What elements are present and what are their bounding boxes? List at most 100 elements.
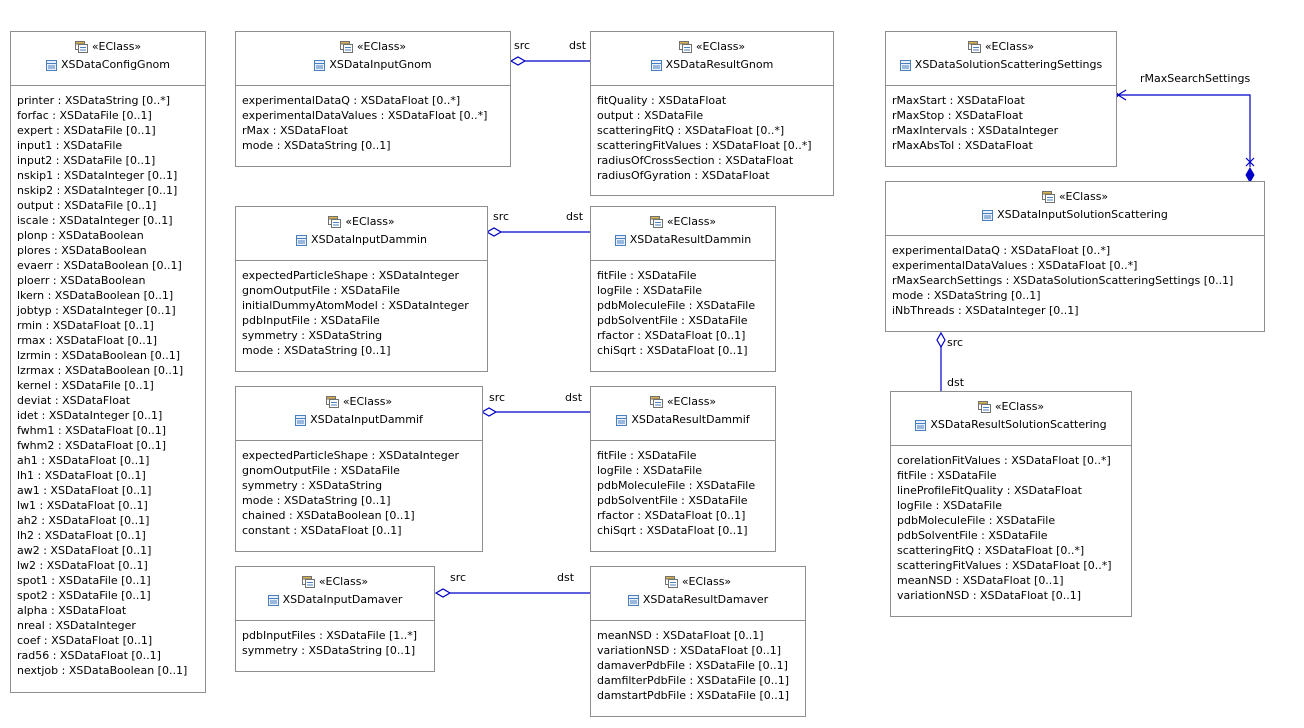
attribute-item[interactable]: lzrmin : XSDataBoolean [0..1] — [17, 349, 180, 362]
attribute-item[interactable]: symmetry : XSDataString — [242, 479, 383, 492]
attribute-item[interactable]: mode : XSDataString [0..1] — [242, 344, 391, 357]
attribute-item[interactable]: meanNSD : XSDataFloat [0..1] — [597, 629, 764, 642]
attribute-item[interactable]: pdbMoleculeFile : XSDataFile — [897, 514, 1056, 527]
attribute-item[interactable]: logFile : XSDataFile — [597, 284, 703, 297]
attribute-item[interactable]: pdbSolventFile : XSDataFile — [597, 494, 748, 507]
attribute-item[interactable]: lh2 : XSDataFloat [0..1] — [17, 529, 146, 542]
attribute-item[interactable]: fitFile : XSDataFile — [597, 449, 697, 462]
attribute-item[interactable]: plonp : XSDataBoolean — [17, 229, 144, 242]
attribute-item[interactable]: variationNSD : XSDataFloat [0..1] — [597, 644, 782, 657]
attribute-item[interactable]: evaerr : XSDataBoolean [0..1] — [17, 259, 182, 272]
attribute-item[interactable]: ah2 : XSDataFloat [0..1] — [17, 514, 150, 527]
attribute-item[interactable]: fwhm1 : XSDataFloat [0..1] — [17, 424, 167, 437]
attribute-item[interactable]: meanNSD : XSDataFloat [0..1] — [897, 574, 1064, 587]
attribute-item[interactable]: ploerr : XSDataBoolean — [17, 274, 146, 287]
attribute-item[interactable]: rmax : XSDataFloat [0..1] — [17, 334, 158, 347]
attribute-item[interactable]: radiusOfGyration : XSDataFloat — [597, 169, 770, 182]
attribute-item[interactable]: rMaxStart : XSDataFloat — [892, 94, 1025, 107]
attribute-item[interactable]: printer : XSDataString [0..*] — [17, 94, 171, 107]
attribute-item[interactable]: damstartPdbFile : XSDataFile [0..1] — [597, 689, 790, 702]
attribute-item[interactable]: rfactor : XSDataFloat [0..1] — [597, 509, 746, 522]
attribute-item[interactable]: chiSqrt : XSDataFloat [0..1] — [597, 524, 748, 537]
link-dammif[interactable] — [480, 407, 590, 417]
attribute-item[interactable]: corelationFitValues : XSDataFloat [0..*] — [897, 454, 1111, 467]
attribute-item[interactable]: logFile : XSDataFile — [897, 499, 1003, 512]
attribute-item[interactable]: pdbSolventFile : XSDataFile — [897, 529, 1048, 542]
link-solution-scattering[interactable] — [936, 331, 946, 392]
attribute-item[interactable]: experimentalDataQ : XSDataFloat [0..*] — [242, 94, 461, 107]
attribute-item[interactable]: gnomOutputFile : XSDataFile — [242, 284, 400, 297]
attribute-item[interactable]: scatteringFitQ : XSDataFloat [0..*] — [597, 124, 785, 137]
attribute-item[interactable]: fitFile : XSDataFile — [597, 269, 697, 282]
attribute-item[interactable]: lkern : XSDataBoolean [0..1] — [17, 289, 174, 302]
attribute-item[interactable]: symmetry : XSDataString — [242, 329, 383, 342]
attribute-item[interactable]: nskip1 : XSDataInteger [0..1] — [17, 169, 178, 182]
attribute-item[interactable]: input2 : XSDataFile [0..1] — [17, 154, 156, 167]
attribute-item[interactable]: rMaxIntervals : XSDataInteger — [892, 124, 1059, 137]
attribute-item[interactable]: chained : XSDataBoolean [0..1] — [242, 509, 415, 522]
attribute-item[interactable]: rMax : XSDataFloat — [242, 124, 348, 137]
attribute-item[interactable]: pdbMoleculeFile : XSDataFile — [597, 299, 756, 312]
attribute-item[interactable]: initialDummyAtomModel : XSDataInteger — [242, 299, 469, 312]
attribute-item[interactable]: expectedParticleShape : XSDataInteger — [242, 449, 460, 462]
attribute-item[interactable]: rMaxAbsTol : XSDataFloat — [892, 139, 1033, 152]
attribute-item[interactable]: pdbMoleculeFile : XSDataFile — [597, 479, 756, 492]
attribute-item[interactable]: experimentalDataValues : XSDataFloat [0.… — [892, 259, 1138, 272]
attribute-item[interactable]: output : XSDataFile — [597, 109, 704, 122]
attribute-item[interactable]: ah1 : XSDataFloat [0..1] — [17, 454, 150, 467]
attribute-item[interactable]: rMaxSearchSettings : XSDataSolutionScatt… — [892, 274, 1234, 287]
attribute-item[interactable]: lineProfileFitQuality : XSDataFloat — [897, 484, 1082, 497]
attribute-item[interactable]: lw2 : XSDataFloat [0..1] — [17, 559, 148, 572]
attribute-item[interactable]: chiSqrt : XSDataFloat [0..1] — [597, 344, 748, 357]
attribute-item[interactable]: logFile : XSDataFile — [597, 464, 703, 477]
link-dammin[interactable] — [485, 227, 590, 237]
attribute-item[interactable]: aw2 : XSDataFloat [0..1] — [17, 544, 152, 557]
attribute-item[interactable]: pdbSolventFile : XSDataFile — [597, 314, 748, 327]
attribute-item[interactable]: experimentalDataQ : XSDataFloat [0..*] — [892, 244, 1111, 257]
attribute-item[interactable]: forfac : XSDataFile [0..1] — [17, 109, 152, 122]
attribute-item[interactable]: deviat : XSDataFloat — [17, 394, 131, 407]
link-damaver[interactable] — [434, 588, 590, 598]
attribute-item[interactable]: symmetry : XSDataString [0..1] — [242, 644, 416, 657]
attribute-item[interactable]: alpha : XSDataFloat — [17, 604, 127, 617]
attribute-item[interactable]: iNbThreads : XSDataInteger [0..1] — [892, 304, 1079, 317]
attribute-item[interactable]: aw1 : XSDataFloat [0..1] — [17, 484, 152, 497]
attribute-item[interactable]: nreal : XSDataInteger — [17, 619, 136, 632]
attribute-item[interactable]: constant : XSDataFloat [0..1] — [242, 524, 402, 537]
attribute-item[interactable]: jobtyp : XSDataInteger [0..1] — [17, 304, 176, 317]
attribute-item[interactable]: scatteringFitValues : XSDataFloat [0..*] — [897, 559, 1112, 572]
attribute-item[interactable]: rMaxStop : XSDataFloat — [892, 109, 1023, 122]
link-rmax-search-settings[interactable] — [1113, 89, 1255, 184]
attribute-item[interactable]: spot1 : XSDataFile [0..1] — [17, 574, 151, 587]
attribute-item[interactable]: pdbInputFile : XSDataFile — [242, 314, 380, 327]
class-xsdatasolutionscatteringsettings[interactable]: «EClass»XSDataSolutionScatteringSettings… — [885, 31, 1117, 167]
attribute-item[interactable]: fitFile : XSDataFile — [897, 469, 997, 482]
attribute-item[interactable]: lh1 : XSDataFloat [0..1] — [17, 469, 146, 482]
attribute-item[interactable]: radiusOfCrossSection : XSDataFloat — [597, 154, 794, 167]
attribute-item[interactable]: gnomOutputFile : XSDataFile — [242, 464, 400, 477]
attribute-item[interactable]: rmin : XSDataFloat [0..1] — [17, 319, 154, 332]
attribute-item[interactable]: damfilterPdbFile : XSDataFile [0..1] — [597, 674, 789, 687]
attribute-item[interactable]: variationNSD : XSDataFloat [0..1] — [897, 589, 1082, 602]
attribute-item[interactable]: rad56 : XSDataFloat [0..1] — [17, 649, 161, 662]
attribute-item[interactable]: scatteringFitValues : XSDataFloat [0..*] — [597, 139, 812, 152]
attribute-item[interactable]: pdbInputFiles : XSDataFile [1..*] — [242, 629, 418, 642]
attribute-item[interactable]: output : XSDataFile [0..1] — [17, 199, 157, 212]
attribute-item[interactable]: input1 : XSDataFile — [17, 139, 123, 152]
attribute-item[interactable]: nextjob : XSDataBoolean [0..1] — [17, 664, 188, 677]
attribute-item[interactable]: spot2 : XSDataFile [0..1] — [17, 589, 151, 602]
attribute-item[interactable]: expectedParticleShape : XSDataInteger — [242, 269, 460, 282]
attribute-item[interactable]: rfactor : XSDataFloat [0..1] — [597, 329, 746, 342]
link-gnom[interactable] — [509, 56, 590, 66]
attribute-item[interactable]: coef : XSDataFloat [0..1] — [17, 634, 153, 647]
